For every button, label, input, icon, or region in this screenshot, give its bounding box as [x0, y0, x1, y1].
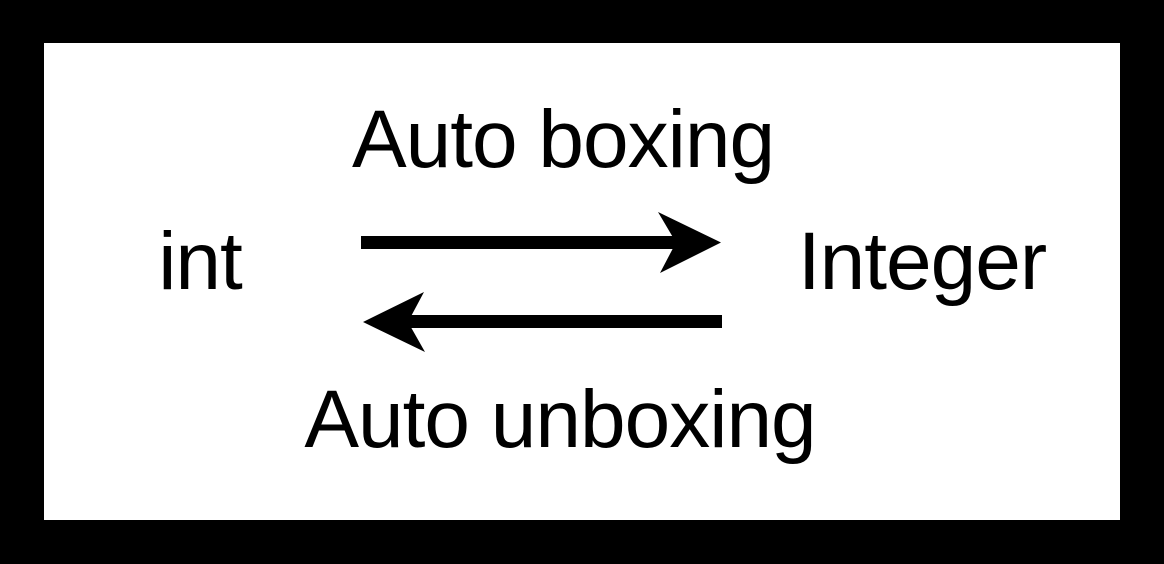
wrapper-type-label: Integer [797, 216, 1047, 307]
arrow-right-icon [361, 212, 721, 273]
diagram-panel [44, 43, 1120, 520]
primitive-type-label: int [158, 216, 243, 307]
auto-boxing-label: Auto boxing [351, 94, 775, 185]
arrow-left-icon [363, 292, 722, 352]
auto-unboxing-label: Auto unboxing [304, 374, 816, 465]
